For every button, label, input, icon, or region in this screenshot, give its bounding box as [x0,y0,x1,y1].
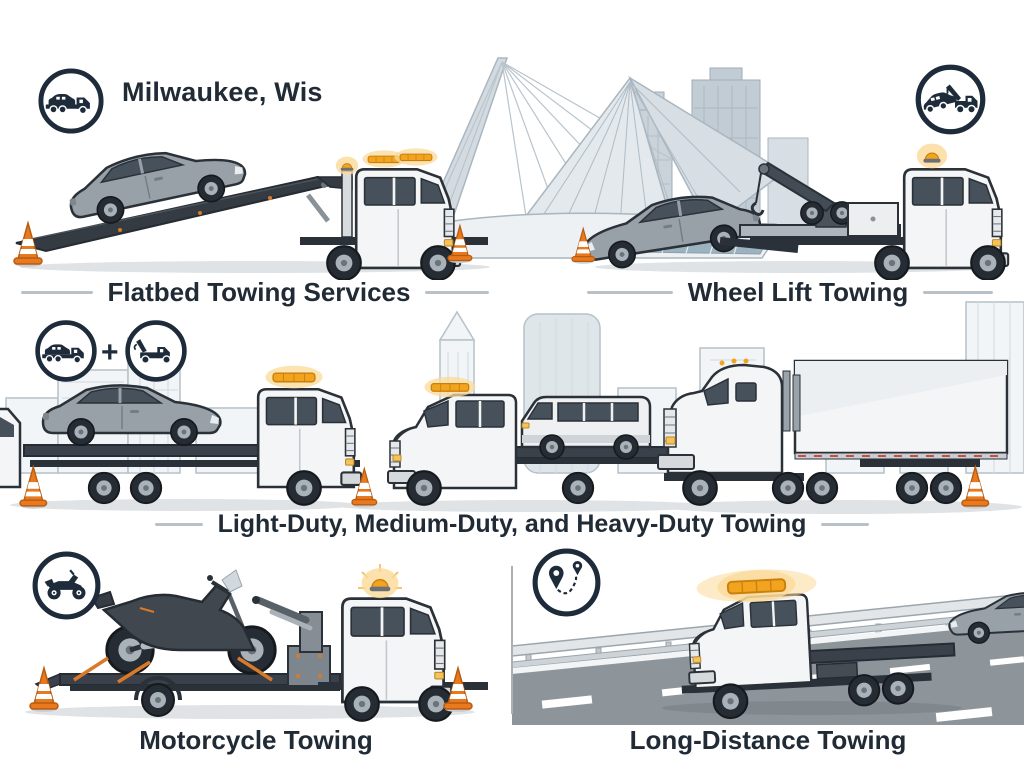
long-distance-towing-scene [512,550,1024,725]
label-dash [586,290,673,294]
wheel-lift-badge [913,62,988,137]
label-dash [154,522,203,526]
amber-beacon [264,364,324,390]
route-map-pins-icon [548,560,583,595]
light-duty-badge [33,318,99,384]
duty-classes-label-row: Light-Duty, Medium-Duty, and Heavy-Duty … [0,507,1024,541]
amber-beacon [393,147,439,167]
long-distance-label: Long-Distance Towing [629,724,907,755]
motorcycle-label-row: Motorcycle Towing [0,724,512,756]
traffic-cone [29,667,59,713]
label-dash [425,290,490,294]
wheel-lift-truck-with-car-icon [923,84,978,114]
label-dash [923,290,994,294]
motorcycle-label: Motorcycle Towing [139,724,373,755]
towed-sedan [579,186,764,273]
wheel-lift-towing-scene [560,125,1024,280]
flatbed-label-row: Flatbed Towing Services [20,276,490,308]
ground-shadow [25,705,475,719]
duty-classes-label: Light-Duty, Medium-Duty, and Heavy-Duty … [217,509,807,538]
flatbed-truck-with-car-icon [42,344,84,364]
wheel-lift-label: Wheel Lift Towing [687,276,909,307]
amber-beacon [423,376,477,398]
label-dash [821,522,870,526]
route-badge [530,546,603,619]
van [520,395,652,460]
wheel-lift-tow-truck [719,143,1010,280]
long-distance-flatbed-truck [681,567,1024,720]
section-divider [511,566,513,714]
flatbed-tow-truck [15,135,488,280]
amber-light-bar [696,567,817,605]
wheel-lift-label-row: Wheel Lift Towing [560,276,1020,308]
flatbed-towing-scene [0,125,510,280]
amber-beacon [916,143,948,169]
traffic-cone [961,466,990,510]
motorcycle-icon [44,569,86,600]
flatbed-truck-with-car-icon [45,94,90,115]
amber-beacon [335,156,359,176]
tie-down-straps [73,656,273,684]
hook-tow-truck-icon [133,339,171,364]
flatbed-label: Flatbed Towing Services [107,276,411,307]
sedan-car [43,385,220,445]
motorcycle [90,569,277,675]
location-title: Milwaukee, Wis [122,77,323,107]
motorcycle-tow-truck [34,564,488,722]
motorcycle-badge [30,549,103,622]
flatbed-truck-badge [36,66,106,136]
hook-truck-badge [123,318,189,384]
motorcycle-towing-scene [0,550,512,725]
medium-duty-flatbed-truck [386,376,669,506]
light-duty-flatbed-truck [23,364,363,506]
edge-truck-sliver [0,407,22,489]
plus-icon: + [101,336,119,369]
heavy-duty-semi-truck [657,358,1009,506]
ground-shadow [662,500,1022,514]
label-dash [20,290,93,294]
amber-beacon [358,564,402,599]
traffic-cone [19,466,48,510]
duty-classes-scene [0,325,1024,515]
long-distance-label-row: Long-Distance Towing [512,724,1024,756]
truck-shadow [662,701,962,715]
